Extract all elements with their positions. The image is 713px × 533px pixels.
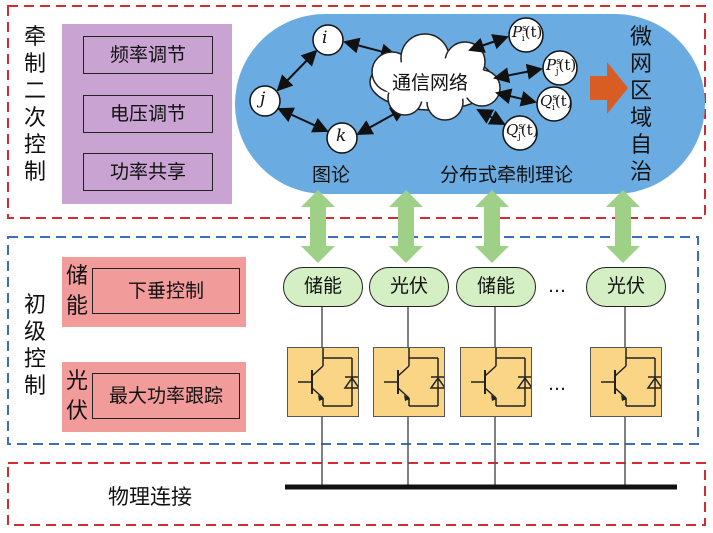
edge-network-pi: [468, 34, 509, 53]
signal-sub: j: [517, 132, 521, 142]
node-j-label: j: [260, 89, 266, 109]
autonomy-label-char: 网: [629, 52, 652, 77]
droop-control-box: 下垂控制: [92, 268, 240, 314]
edge-network-qj: [476, 109, 506, 125]
converter-icon: [287, 347, 361, 417]
signal-label: Psj(t): [546, 56, 576, 77]
igbt-diode-icon: [601, 348, 664, 407]
power-sharing-box: 功率共享: [83, 153, 213, 191]
signal-sup: s: [552, 93, 557, 103]
voltage-regulation-box: 电压调节: [83, 95, 213, 133]
autonomy-arrow-icon: [590, 62, 628, 114]
secondary-label-char: 牵: [23, 25, 46, 50]
unit-label-storage-2: 储能: [456, 267, 536, 307]
double-arrow-icon: [301, 190, 335, 263]
graph-theory-caption: 图论: [312, 164, 351, 186]
pv-type-char: 伏: [65, 399, 88, 424]
mppt-control-box: 最大功率跟踪: [92, 373, 240, 419]
unit-label-pv-2: 光伏: [586, 267, 666, 307]
secondary-label-char: 制: [23, 160, 46, 185]
converter-icon: [460, 347, 534, 417]
signal-sup: s: [518, 122, 523, 132]
node-k-label: k: [336, 126, 347, 146]
frequency-regulation-box: 频率调节: [83, 36, 213, 74]
signal-label: Qsj(t): [506, 121, 538, 142]
communication-network-label: 通信网络: [392, 72, 469, 94]
distributed-pinning-theory-caption: 分布式牵制理论: [440, 164, 574, 186]
secondary-control-frame: [7, 5, 706, 219]
signal-arg: (t): [520, 121, 539, 139]
signal-sub: i: [521, 34, 525, 44]
signal-base: P: [546, 56, 557, 74]
signal-arg: (t): [524, 23, 543, 41]
unit-label-storage-1: 储能: [283, 267, 363, 307]
pv-type-char: 光: [65, 369, 88, 394]
signal-node-qi: [536, 86, 572, 122]
autonomy-label-char: 微: [629, 25, 652, 50]
secondary-label-char: 次: [23, 106, 46, 131]
primary-label-char: 级: [23, 320, 46, 345]
primary-label-char: 控: [23, 347, 46, 372]
signal-node-pi: [508, 17, 544, 53]
autonomy-label-char: 域: [629, 106, 652, 131]
layer-link-arrows: [301, 190, 640, 263]
signal-sup: s: [556, 57, 561, 67]
primary-control-label: 初 级 控 制: [22, 292, 48, 400]
storage-type-char: 储: [65, 264, 88, 289]
units-ellipsis: …: [548, 276, 566, 297]
graph-edge-j-k: [277, 107, 329, 133]
autonomy-label-char: 治: [629, 160, 652, 185]
node-i-label: i: [322, 28, 328, 48]
unit-label-pv-1: 光伏: [369, 267, 449, 307]
graph-edge-i-j: [276, 49, 318, 92]
autonomy-label-char: 自: [629, 133, 652, 158]
signal-base: P: [512, 23, 523, 41]
signal-arg: (t): [558, 56, 577, 74]
graph-node-k: [326, 122, 358, 154]
secondary-label-char: 制: [23, 52, 46, 77]
signal-label: Psi(t): [512, 23, 542, 44]
igbt-diode-icon: [384, 348, 447, 407]
signal-sup: s: [522, 24, 527, 34]
primary-label-char: 初: [23, 293, 46, 318]
primary-label-char: 制: [23, 374, 46, 399]
graph-node-j: [249, 85, 281, 117]
signal-sub: j: [555, 67, 559, 77]
primary-control-frame: [7, 236, 699, 445]
storage-type-label: 储 能: [64, 262, 90, 322]
signal-base: Q: [540, 92, 553, 110]
signal-node-qj: [502, 115, 538, 151]
secondary-control-label: 牵 制 二 次 控 制: [22, 24, 48, 186]
signal-sub: i: [551, 103, 555, 113]
igbt-diode-icon: [298, 348, 361, 407]
storage-type-char: 能: [65, 294, 88, 319]
converter-icon: [590, 347, 664, 417]
signal-label: Qsi(t): [540, 92, 573, 113]
graph-node-i: [312, 24, 344, 56]
double-arrow-icon: [475, 190, 509, 263]
pv-type-label: 光 伏: [64, 367, 90, 427]
edge-network-pj: [493, 63, 543, 84]
edge-network-qi: [495, 88, 537, 107]
converter-icon: [373, 347, 447, 417]
physical-connection-frame: [7, 462, 706, 526]
converters-ellipsis: …: [548, 374, 566, 395]
igbt-diode-icon: [471, 348, 534, 407]
microgrid-autonomy-label: 微 网 区 域 自 治: [628, 24, 654, 186]
signal-node-pj: [542, 50, 578, 86]
double-arrow-icon: [606, 190, 640, 263]
signal-arg: (t): [554, 92, 573, 110]
signal-base: Q: [506, 121, 519, 139]
autonomy-label-char: 区: [629, 79, 652, 104]
double-arrow-icon: [389, 190, 423, 263]
physical-connection-label: 物理连接: [108, 485, 192, 509]
secondary-label-char: 二: [23, 79, 46, 104]
secondary-label-char: 控: [23, 133, 46, 158]
